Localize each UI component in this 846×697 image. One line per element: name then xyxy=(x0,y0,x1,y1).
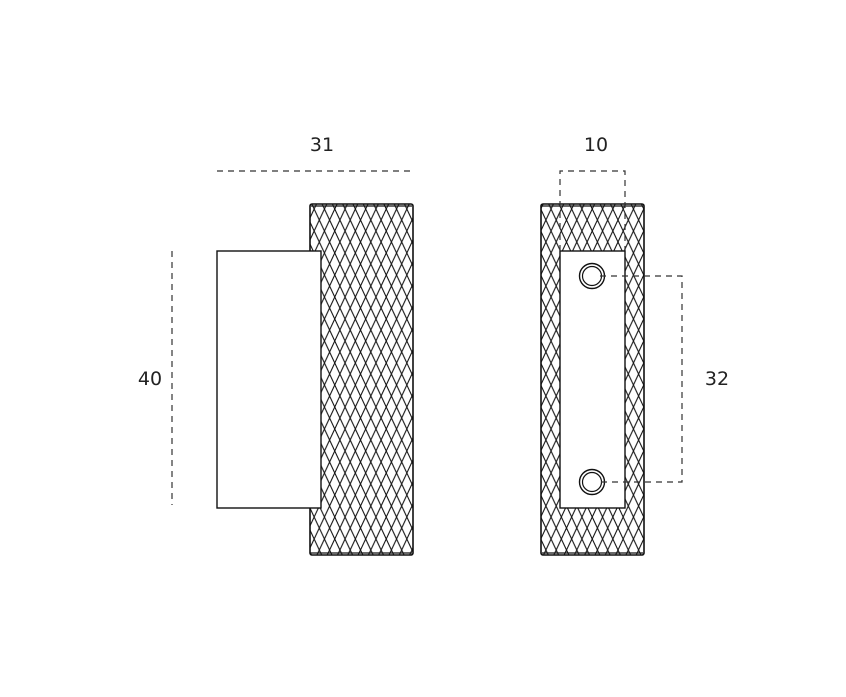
side-view-mounting-plate xyxy=(216,250,322,509)
screw-hole-top xyxy=(578,262,606,290)
dimension-label-total-depth: 31 xyxy=(310,134,334,156)
dimension-line-base-width xyxy=(559,170,626,251)
front-view: 10 32 xyxy=(540,134,729,556)
side-view-knurled-body xyxy=(309,203,414,556)
dimension-label-hole-spacing: 32 xyxy=(705,368,729,390)
screw-hole-bottom xyxy=(578,468,606,496)
dimension-label-height: 40 xyxy=(138,368,162,390)
dimension-label-base-width: 10 xyxy=(584,134,608,156)
front-view-mounting-plate xyxy=(559,250,626,509)
side-view: 31 40 xyxy=(138,134,414,556)
